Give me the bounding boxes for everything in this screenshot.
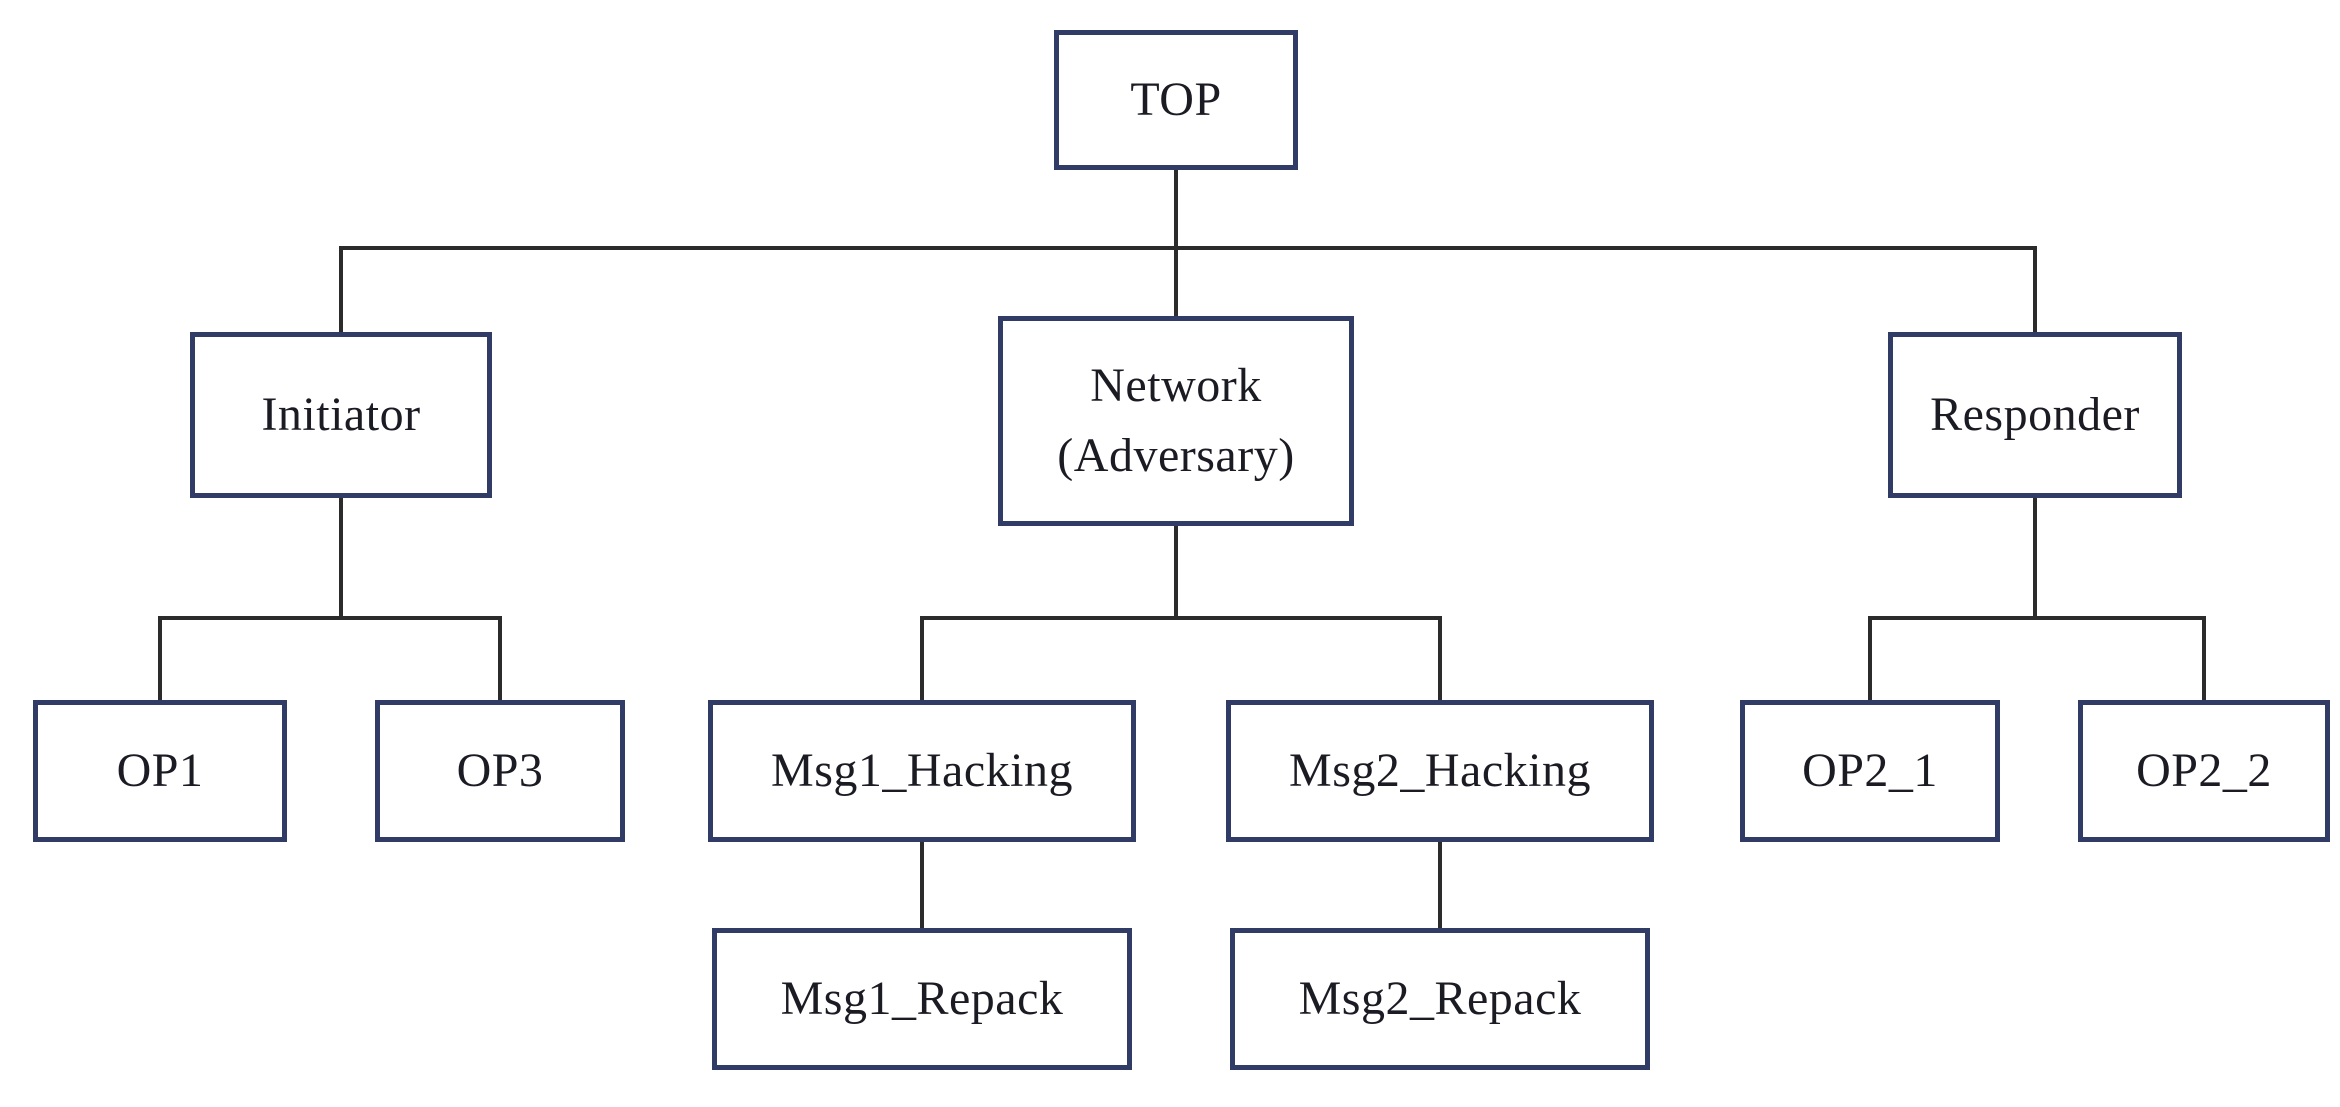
- node-msg1-repack-label: Msg1_Repack: [780, 972, 1064, 1026]
- node-op2-1-label: OP2_1: [1802, 744, 1938, 798]
- node-initiator: Initiator: [190, 332, 492, 498]
- node-msg1-repack: Msg1_Repack: [712, 928, 1132, 1070]
- node-responder: Responder: [1888, 332, 2182, 498]
- node-network-adversary-label: Network (Adversary): [1057, 359, 1295, 482]
- node-op3: OP3: [375, 700, 625, 842]
- node-top: TOP: [1054, 30, 1298, 170]
- node-top-label: TOP: [1130, 73, 1222, 127]
- node-msg2-repack-label: Msg2_Repack: [1298, 972, 1582, 1026]
- node-op1-label: OP1: [116, 744, 204, 798]
- node-op2-2-label: OP2_2: [2136, 744, 2272, 798]
- node-op2-1: OP2_1: [1740, 700, 2000, 842]
- node-network-adversary: Network (Adversary): [998, 316, 1354, 526]
- node-op3-label: OP3: [456, 744, 544, 798]
- node-msg1-hacking-label: Msg1_Hacking: [771, 744, 1073, 798]
- node-responder-label: Responder: [1930, 388, 2140, 442]
- node-op2-2: OP2_2: [2078, 700, 2330, 842]
- node-msg2-hacking: Msg2_Hacking: [1226, 700, 1654, 842]
- node-op1: OP1: [33, 700, 287, 842]
- node-msg2-repack: Msg2_Repack: [1230, 928, 1650, 1070]
- node-msg2-hacking-label: Msg2_Hacking: [1289, 744, 1591, 798]
- node-msg1-hacking: Msg1_Hacking: [708, 700, 1136, 842]
- node-initiator-label: Initiator: [261, 388, 421, 442]
